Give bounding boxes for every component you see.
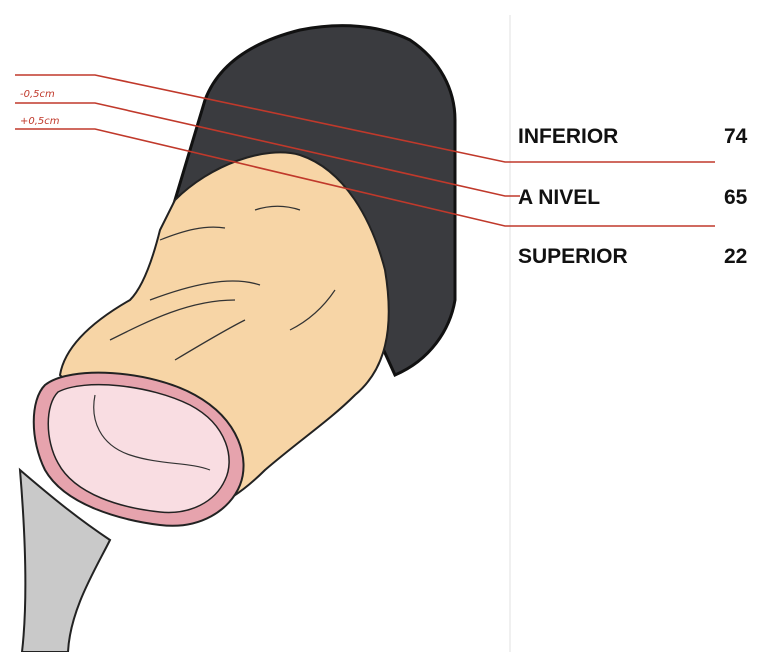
level-value-a-nivel: 65 (724, 186, 747, 210)
level-label-inferior: INFERIOR (518, 125, 618, 149)
annotation-plus: +0,5cm (20, 116, 60, 127)
level-value-inferior: 74 (724, 125, 747, 149)
level-label-a-nivel: A NIVEL (518, 186, 600, 210)
level-value-superior: 22 (724, 245, 747, 269)
annotation-minus: -0,5cm (20, 89, 55, 100)
level-label-superior: SUPERIOR (518, 245, 628, 269)
